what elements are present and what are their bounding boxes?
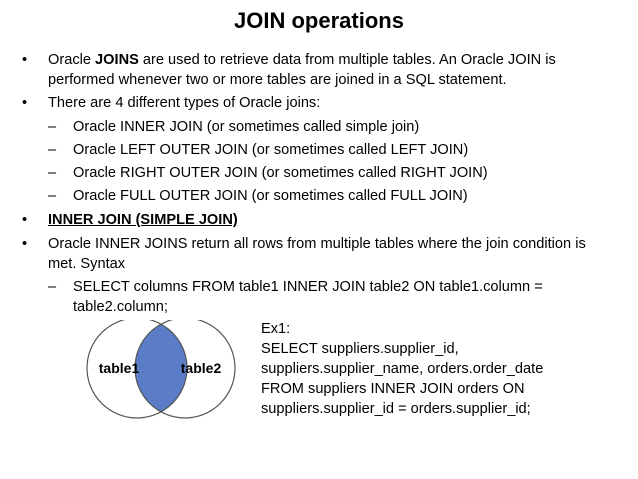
example-label: Ex1:: [261, 321, 291, 337]
bullet-inner-join-desc: Oracle INNER JOINS return all rows from …: [48, 236, 586, 252]
dash-marker: –: [48, 142, 57, 158]
bullet-marker: •: [22, 212, 28, 228]
dash-marker: –: [48, 279, 57, 295]
bullet-joins-definition-cont: performed whenever two or more tables ar…: [48, 72, 507, 88]
text-fragment: are used to retrieve data from multiple …: [138, 52, 556, 68]
joins-keyword: JOINS: [95, 52, 139, 68]
bullet-marker: •: [22, 95, 28, 111]
venn-right-label: table2: [181, 360, 222, 376]
example-sql-line: FROM suppliers INNER JOIN orders ON: [261, 381, 525, 397]
inner-join-venn-diagram: table1 table2: [86, 320, 236, 419]
sub-bullet-inner-join: Oracle INNER JOIN (or sometimes called s…: [73, 119, 420, 135]
syntax-line: SELECT columns FROM table1 INNER JOIN ta…: [73, 279, 543, 295]
dash-marker: –: [48, 119, 57, 135]
venn-left-label: table1: [99, 360, 140, 376]
example-sql-line: suppliers.supplier_name, orders.order_da…: [261, 361, 544, 377]
sub-bullet-right-join: Oracle RIGHT OUTER JOIN (or sometimes ca…: [73, 165, 488, 181]
text-fragment: Oracle: [48, 52, 96, 68]
venn-left-circle: [86, 320, 188, 419]
venn-intersection: [135, 320, 187, 418]
syntax-line-cont: table2.column;: [73, 299, 168, 315]
dash-marker: –: [48, 188, 57, 204]
bullet-marker: •: [22, 52, 28, 68]
dash-marker: –: [48, 165, 57, 181]
sub-bullet-left-join: Oracle LEFT OUTER JOIN (or sometimes cal…: [73, 142, 469, 158]
venn-right-circle: [134, 320, 236, 419]
bullet-joins-definition: Oracle JOINS are used to retrieve data f…: [48, 50, 556, 70]
slide-title: JOIN operations: [234, 8, 404, 33]
bullet-inner-join-desc-cont: met. Syntax: [48, 256, 126, 272]
bullet-inner-join-heading: INNER JOIN (SIMPLE JOIN): [48, 212, 238, 228]
bullet-marker: •: [22, 236, 28, 252]
example-sql-line: suppliers.supplier_id = orders.supplier_…: [261, 401, 531, 417]
sub-bullet-full-join: Oracle FULL OUTER JOIN (or sometimes cal…: [73, 188, 468, 204]
example-sql-line: SELECT suppliers.supplier_id,: [261, 341, 459, 357]
bullet-join-types: There are 4 different types of Oracle jo…: [48, 95, 321, 111]
